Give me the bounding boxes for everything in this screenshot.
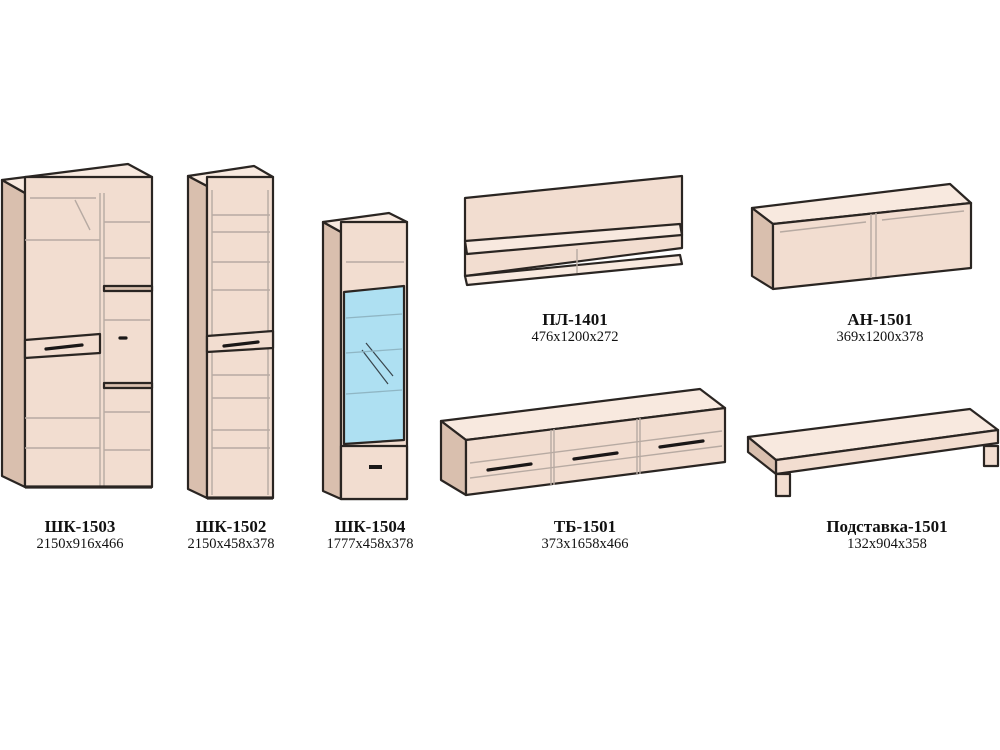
stand-podstavka-1501: [746, 407, 1000, 498]
cabinet-shk-1503-drawer-bottom: [102, 381, 154, 390]
item-dimensions: 476x1200x272: [531, 329, 619, 345]
cabinet-shk-1503-drawer-top: [102, 284, 154, 293]
caption-pl-1401: ПЛ-1401 476x1200x272: [531, 310, 619, 346]
item-name: ШК-1504: [334, 517, 406, 536]
module-an-1501-front: [771, 201, 973, 291]
shelf-pl-1401-upper-board: [463, 222, 684, 256]
caption-tb-1501: ТБ-1501 373x1658x466: [541, 517, 629, 553]
stand-podstavka-1501-leg-left: [774, 472, 792, 498]
cabinet-shk-1502: [186, 164, 275, 500]
item-name: Подставка-1501: [826, 517, 948, 536]
cabinet-shk-1504-glass-shelves: [345, 313, 403, 395]
cabinet-shk-1502-door-band: [205, 329, 275, 354]
cabinet-shk-1502-handle: [222, 340, 260, 348]
item-name: АН-1501: [847, 310, 913, 329]
cabinet-shk-1503-inner-lines: [25, 193, 150, 487]
module-an-1501-inner-lines: [779, 210, 965, 278]
item-name: ТБ-1501: [553, 517, 617, 536]
module-an-1501: [750, 182, 973, 291]
cabinet-shk-1504-side: [321, 220, 343, 501]
tv-stand-tb-1501-drawers: [469, 418, 723, 485]
item-name: ШК-1502: [195, 517, 267, 536]
item-dimensions: 373x1658x466: [541, 536, 629, 552]
cabinet-shk-1504-drawer: [339, 444, 409, 501]
tv-stand-tb-1501: [439, 387, 727, 497]
item-name: ШК-1503: [44, 517, 116, 536]
caption-podstavka-1501: Подставка-1501 132x904x358: [826, 517, 948, 553]
item-dimensions: 132x904x358: [847, 536, 927, 552]
item-dimensions: 1777x458x378: [326, 536, 414, 552]
cabinet-shk-1504-drawer-handle: [369, 465, 382, 469]
cabinet-shk-1503-front: [23, 175, 154, 489]
cabinet-shk-1504-glass-reflection: [361, 342, 394, 385]
tv-stand-tb-1501-handle-right: [658, 439, 705, 449]
item-dimensions: 2150x458x378: [187, 536, 275, 552]
tv-stand-tb-1501-front: [464, 406, 727, 497]
shelf-pl-1401-back: [463, 174, 684, 278]
item-dimensions: 369x1200x378: [836, 329, 924, 345]
caption-shk-1502: ШК-1502 2150x458x378: [187, 517, 275, 553]
shelf-pl-1401-lower-board: [463, 253, 684, 287]
cabinet-shk-1503-handle: [44, 343, 84, 351]
item-name: ПЛ-1401: [542, 310, 608, 329]
cabinet-shk-1503: [0, 162, 154, 489]
cabinet-shk-1504: [321, 211, 409, 501]
caption-shk-1503: ШК-1503 2150x916x466: [36, 517, 124, 553]
shelf-pl-1401: [463, 174, 684, 287]
caption-shk-1504: ШК-1504 1777x458x378: [326, 517, 414, 553]
caption-an-1501: АН-1501 369x1200x378: [836, 310, 924, 346]
stand-podstavka-1501-leg-right: [982, 444, 1000, 468]
item-dimensions: 2150x916x466: [36, 536, 124, 552]
tv-stand-tb-1501-handle-left: [486, 462, 533, 472]
tv-stand-tb-1501-handle-middle: [572, 451, 619, 461]
cabinet-shk-1502-side: [186, 174, 209, 500]
cabinet-shk-1503-side: [0, 178, 27, 489]
